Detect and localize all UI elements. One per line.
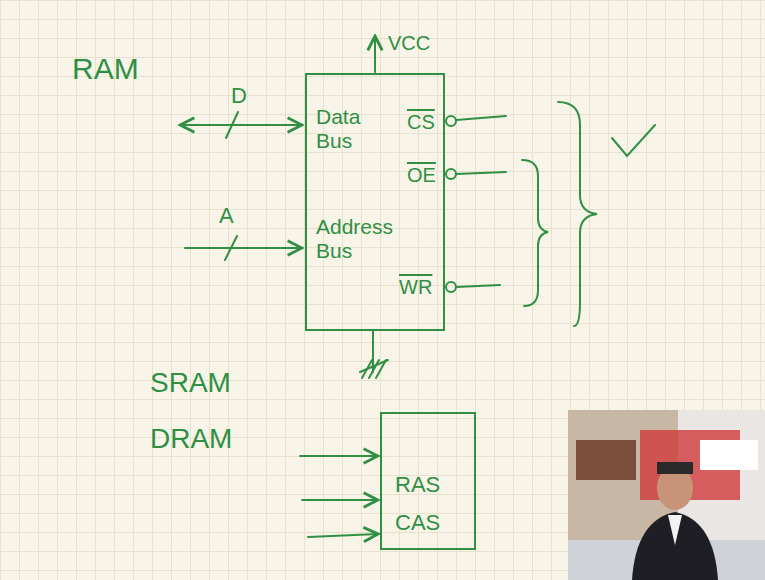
address-bus-arrow (185, 247, 302, 249)
handwritten-label: D (231, 84, 247, 108)
dram-chip-box: RAS CAS (380, 412, 476, 550)
check-mark (612, 125, 655, 156)
pin-line (456, 285, 500, 287)
signal-name: WR (399, 276, 432, 299)
signal-name: CS (407, 111, 435, 134)
handwritten-label: VCC (388, 32, 430, 54)
bus-label: Data Bus (316, 105, 394, 153)
input-arrow (302, 499, 378, 501)
bus-label: CAS (395, 510, 440, 535)
pin-line (456, 116, 506, 120)
handwritten-label: SRAM (150, 368, 231, 399)
inversion-bubble (446, 116, 456, 126)
video-inset (568, 410, 765, 580)
signal-name: OE (407, 164, 436, 187)
handwritten-label: DRAM (150, 424, 232, 455)
vcc-arrow (374, 36, 376, 72)
ram-chip-box: Data BusAddress Bus CS OE WR (305, 73, 445, 331)
pin-line (456, 172, 506, 174)
inversion-bubble (446, 169, 456, 179)
inversion-bubble (446, 282, 456, 292)
bus-label: Address Bus (316, 215, 416, 263)
input-arrow (300, 455, 378, 457)
curly-brace (522, 160, 548, 306)
input-arrow (308, 534, 378, 537)
ground-symbol (376, 360, 386, 378)
curly-brace (558, 102, 597, 326)
handwritten-label: RAM (72, 52, 139, 85)
bus-slash (226, 112, 238, 138)
bus-slash (225, 236, 237, 260)
bus-label: RAS (395, 472, 440, 497)
data-bus-arrow (180, 124, 302, 126)
handwritten-label: A (219, 204, 234, 228)
